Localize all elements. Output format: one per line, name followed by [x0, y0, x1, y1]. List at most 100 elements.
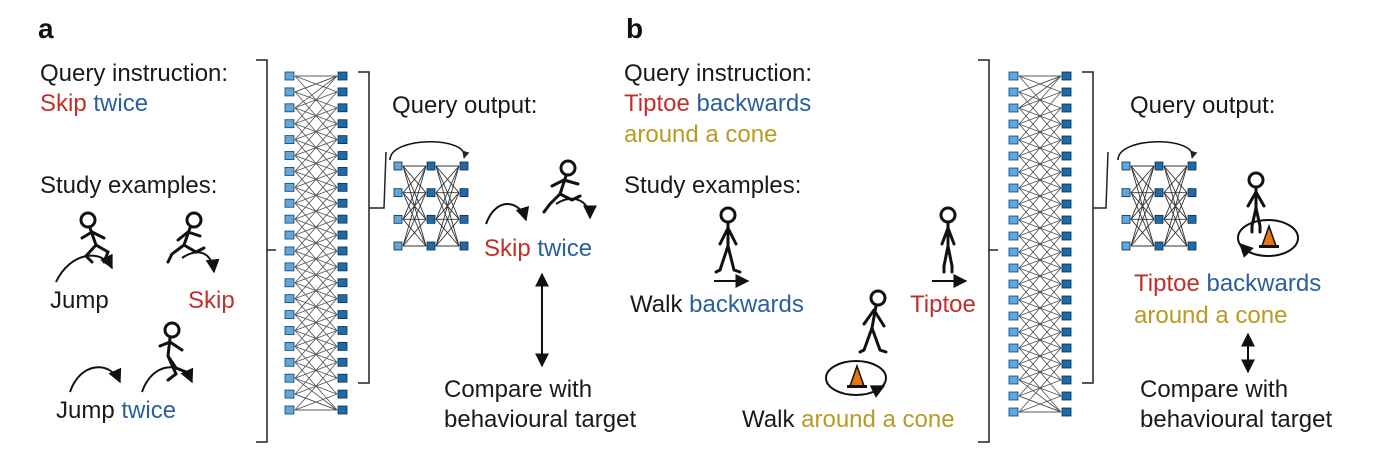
query-word-twice: twice [93, 90, 149, 117]
network-node [337, 198, 348, 208]
example-twice-word: twice [121, 397, 177, 424]
walk-around-arrowhead [869, 385, 886, 398]
network-node [337, 119, 348, 129]
panel-a-output-bracket [358, 71, 387, 384]
network-node [1008, 407, 1019, 417]
network-node [337, 373, 348, 383]
network-node [1061, 71, 1072, 81]
query-word-backwards: backwards [696, 90, 812, 117]
panel-a-compare-line2: behavioural target [444, 406, 637, 433]
network-node [284, 389, 295, 399]
panel-b-output-bracket [1082, 71, 1109, 384]
output-arc1 [485, 203, 530, 225]
network-node [284, 357, 295, 367]
panel-a-large-network [284, 71, 348, 415]
network-node [284, 135, 295, 145]
panel-b-output-network [1117, 141, 1198, 251]
network-node [1061, 343, 1072, 353]
network-node [1008, 167, 1019, 177]
network-node [1008, 391, 1019, 401]
network-node [1008, 247, 1019, 257]
network-node [1061, 359, 1072, 369]
query-word-tiptoe: Tiptoe [624, 90, 690, 117]
walk-around-figure [858, 289, 888, 354]
network-node [337, 389, 348, 399]
network-node [284, 326, 295, 335]
panel-b-input-bracket [978, 59, 998, 443]
network-node [284, 182, 295, 192]
panel-b-query-line2: around a cone [624, 121, 778, 148]
feedback-arrow [389, 141, 470, 161]
panel-a-query-instruction: Skip twice [40, 90, 148, 118]
network-node [1061, 295, 1072, 305]
mini-network-node [393, 161, 403, 171]
network-node [1008, 199, 1019, 209]
mini-network-node [426, 161, 436, 171]
network-node [337, 405, 348, 415]
network-node [337, 135, 348, 145]
mini-network-node [426, 188, 436, 198]
panel-a-query-output-label: Query output: [392, 92, 538, 119]
example-walk-backwards-label: Walk backwards [630, 291, 804, 319]
output-tiptoe-figure [1246, 171, 1266, 234]
network-node [1008, 71, 1019, 81]
jump-arc-arrow [55, 253, 113, 283]
example-skip-label: Skip [188, 287, 235, 314]
network-node [1008, 375, 1019, 385]
network-node [1008, 103, 1019, 113]
mini-network-node [393, 241, 403, 251]
panel-a-label: a [38, 13, 54, 44]
example-backwards-word: backwards [689, 291, 804, 318]
network-node [1008, 87, 1019, 97]
network-node [1008, 151, 1019, 161]
mini-network-node [1187, 214, 1197, 224]
network-node [337, 341, 348, 351]
network-node [337, 246, 348, 256]
network-node [284, 119, 295, 129]
output-cone-icon [1259, 223, 1279, 248]
tiptoe-figure [939, 206, 957, 274]
mini-network-node [459, 188, 469, 198]
network-node [337, 103, 348, 113]
network-node [337, 230, 348, 240]
network-node [1008, 295, 1019, 305]
network-node [284, 214, 295, 224]
network-node [337, 214, 348, 224]
skip-figure [166, 211, 206, 264]
feedback-arrow [1117, 141, 1198, 161]
network-node [337, 262, 348, 272]
mini-network-node [1154, 241, 1164, 251]
example-walk-word: Walk [630, 291, 683, 318]
network-node [337, 310, 348, 319]
mini-network-node [1154, 161, 1164, 171]
network-node [337, 294, 348, 304]
output-around-arrowhead [1239, 243, 1254, 258]
network-node [1008, 119, 1019, 129]
mini-network-connections [1130, 165, 1188, 247]
mini-network-node [1154, 214, 1164, 224]
network-node [284, 310, 295, 319]
mini-network-node [1187, 188, 1197, 198]
network-node [1061, 231, 1072, 241]
jump-twice-arc2 [141, 366, 194, 393]
mini-network-node [1121, 188, 1131, 198]
network-node [284, 341, 295, 351]
example-jump-word: Jump [56, 397, 115, 424]
network-node [1061, 199, 1072, 209]
example-jump-twice-label: Jump twice [56, 397, 176, 425]
network-node [284, 230, 295, 240]
panel-a-output-network [389, 141, 470, 251]
panel-a-study-examples-label: Study examples: [40, 172, 218, 199]
network-node [337, 357, 348, 367]
network-node [284, 151, 295, 160]
network-node [1061, 375, 1072, 385]
network-node [337, 182, 348, 192]
network-node [1008, 359, 1019, 369]
network-node [284, 405, 295, 415]
mini-network-node [1187, 241, 1197, 251]
network-node [1008, 327, 1019, 337]
panel-b-query-output-label: Query output: [1130, 92, 1276, 119]
network-node [337, 278, 348, 288]
network-node [1061, 103, 1072, 113]
example-walk-word-2: Walk [742, 406, 795, 433]
